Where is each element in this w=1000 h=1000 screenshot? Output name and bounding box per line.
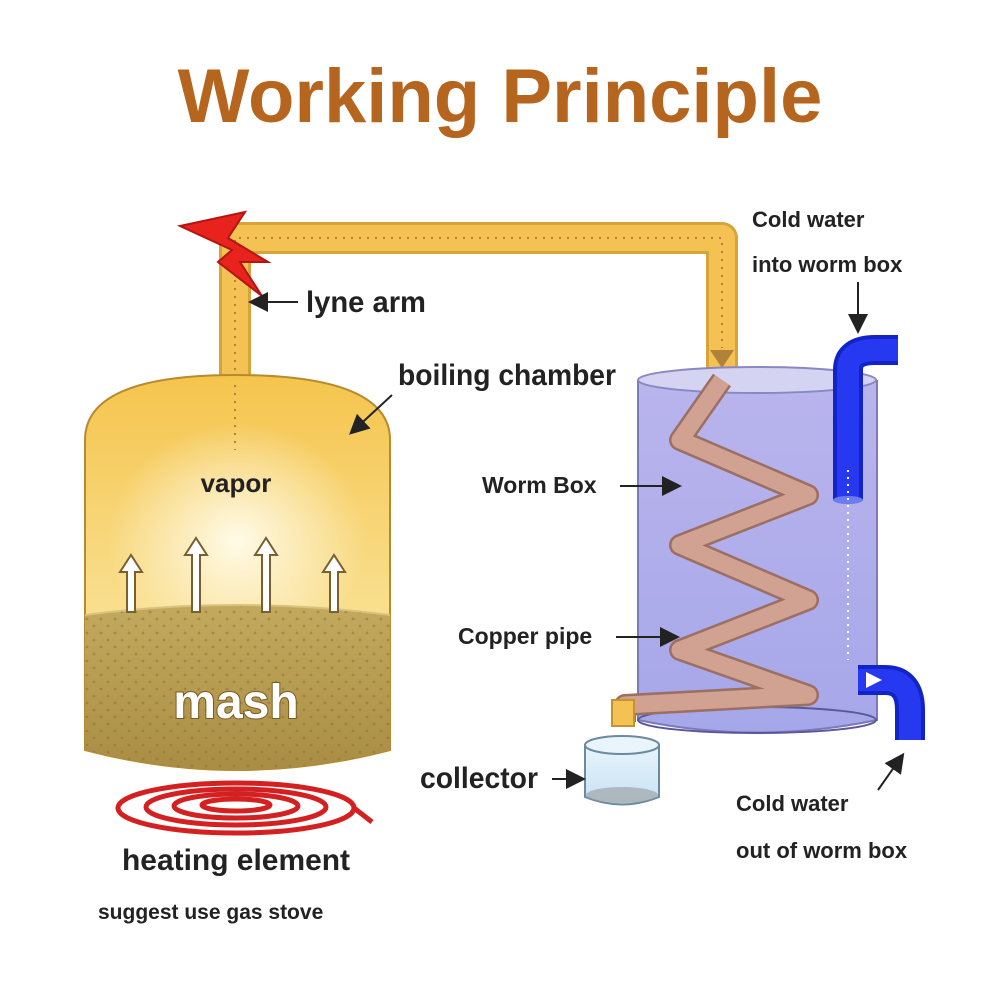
- cold-water-out-label-line2: out of worm box: [736, 838, 908, 863]
- copper-pipe-label: Copper pipe: [458, 623, 592, 649]
- worm-box-label: Worm Box: [482, 472, 597, 498]
- lightning-icon: [176, 210, 272, 297]
- cold-water-inlet-pipe: [833, 335, 898, 660]
- boiling-chamber-pointer: [349, 394, 393, 435]
- lyne-arm-label: lyne arm: [306, 286, 426, 319]
- suggestion-label: suggest use gas stove: [98, 901, 323, 924]
- mash-liquid: [84, 604, 391, 770]
- diagram-title: Working Principle: [178, 54, 823, 139]
- cold-water-in-label-line2: into worm box: [752, 252, 903, 277]
- vapor-label: vapor: [201, 468, 272, 498]
- copper-pipe-coil: [614, 373, 819, 722]
- collector-spout: [611, 699, 635, 727]
- cold-water-out-label-line1: Cold water: [736, 791, 849, 816]
- cold-water-in-label-line1: Cold water: [752, 207, 865, 232]
- heating-element-label: heating element: [122, 844, 350, 877]
- vapor-arrows: [118, 536, 347, 613]
- lyne-arm-pipe: [219, 222, 738, 380]
- cold-water-out-pointer: [877, 752, 905, 791]
- heating-element-coil: [115, 780, 374, 836]
- collector-label: collector: [420, 762, 538, 795]
- cold-water-outlet-pipe: [858, 665, 925, 740]
- collector-cup: [584, 735, 660, 806]
- mash-label: mash: [173, 676, 298, 729]
- boiling-chamber-label: boiling chamber: [398, 359, 616, 392]
